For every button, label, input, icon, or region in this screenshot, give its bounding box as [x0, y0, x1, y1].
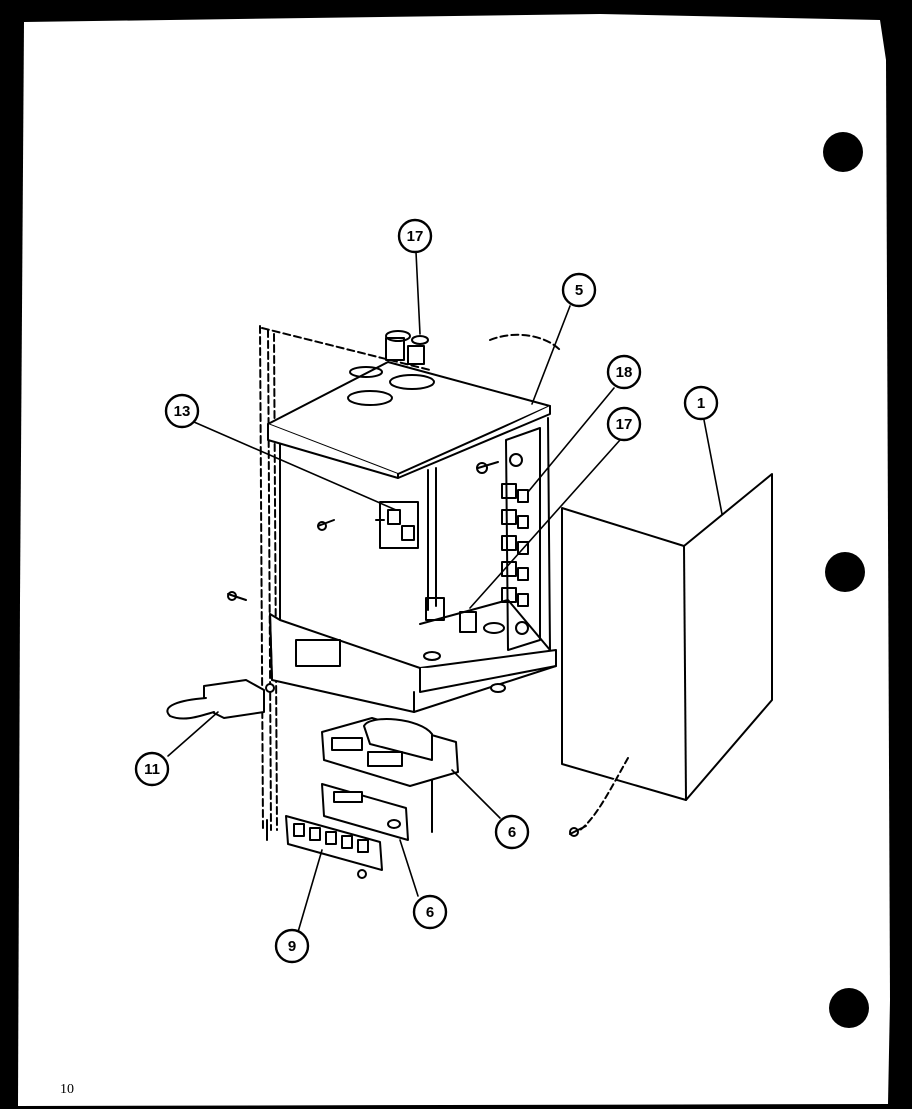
- callout-17-right: 17: [606, 406, 642, 442]
- terminal-plate-part-9: [285, 815, 383, 879]
- callout-18: 18: [606, 354, 642, 390]
- callout-11-label: 11: [144, 761, 160, 778]
- transformer-part-6: [321, 717, 459, 787]
- binder-hole-middle: [825, 552, 865, 592]
- callout-13: 13: [164, 393, 200, 429]
- mounting-rail: [259, 325, 561, 831]
- callout-17-right-label: 17: [616, 416, 633, 433]
- callout-11: 11: [134, 751, 170, 787]
- callout-13-label: 13: [174, 403, 191, 420]
- paper-sheet: [18, 14, 890, 1106]
- cabinet-top: [267, 361, 551, 479]
- callout-6-transformer: 6: [494, 814, 530, 850]
- handle-part-11: [166, 679, 275, 720]
- binder-hole-bottom: [829, 988, 869, 1028]
- callout-1: 1: [683, 385, 719, 421]
- callout-17-top-label: 17: [407, 228, 424, 245]
- relay-part-13: [375, 501, 419, 549]
- screws: [227, 461, 587, 841]
- cabinet-base: [269, 613, 557, 713]
- callout-1-label: 1: [697, 395, 705, 412]
- terminal-strip: [501, 453, 529, 635]
- callout-9-label: 9: [288, 938, 296, 955]
- cabinet-body: [279, 417, 551, 651]
- callout-6-bracket-label: 6: [426, 904, 434, 921]
- callout-6-transformer-label: 6: [508, 824, 516, 841]
- callout-17-top: 17: [397, 218, 433, 254]
- callout-5-label: 5: [575, 282, 583, 299]
- callout-9: 9: [274, 928, 310, 964]
- callout-18-label: 18: [616, 364, 633, 381]
- bracket-part-6: [321, 783, 409, 841]
- page-number: 10: [60, 1082, 74, 1097]
- top-fittings-part-17: [349, 330, 429, 378]
- bottom-fittings-part-17: [425, 597, 505, 634]
- callout-6-bracket: 6: [412, 894, 448, 930]
- side-panel-part-1: [561, 473, 773, 831]
- leader-lines: [167, 251, 723, 933]
- binder-hole-top: [823, 132, 863, 172]
- callout-5: 5: [561, 272, 597, 308]
